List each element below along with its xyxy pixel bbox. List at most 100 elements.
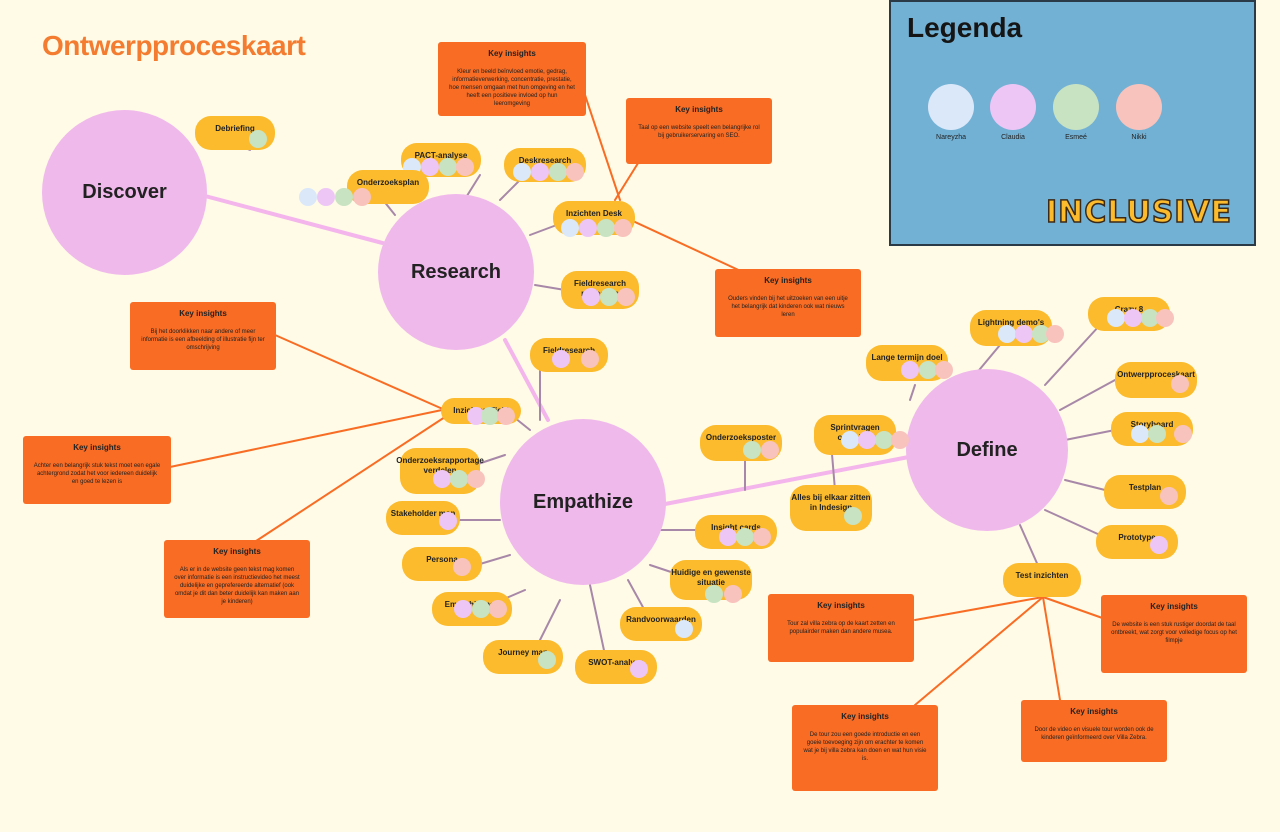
member-dot-esme — [335, 188, 353, 206]
member-dot-nikki — [453, 558, 471, 576]
key-insight-text: Achter een belangrijk stuk tekst moet ee… — [33, 463, 161, 486]
orange-connector-line — [914, 596, 1044, 706]
task-label: Lightning demo's — [977, 318, 1045, 327]
member-dot-nikki — [489, 600, 507, 618]
key-insight-heading: Key insights — [675, 105, 723, 114]
key-insight-heading: Key insights — [488, 49, 536, 58]
key-insight-text: Door de video en visuele tour worden ook… — [1034, 727, 1154, 742]
task-label: Inzichten Desk — [565, 209, 622, 218]
member-dot-nareyzha — [675, 620, 693, 638]
task-test-inzichten[interactable]: Test inzichten — [1003, 563, 1081, 597]
stage-research[interactable]: Research — [378, 194, 534, 350]
member-dot-esme — [597, 219, 615, 237]
task-label: Debriefing — [215, 124, 255, 133]
member-dot-claudia — [579, 219, 597, 237]
task-alles-bij-elkaar-zitten-in-indesign[interactable]: Alles bij elkaar zitten in Indesign — [790, 485, 872, 531]
member-dot-nikki — [467, 470, 485, 488]
legend-name-nareyzha: Nareyzha — [936, 134, 966, 141]
key-insight-heading: Key insights — [1150, 602, 1198, 611]
member-dot-nikki — [617, 288, 635, 306]
member-dot-nareyzha — [299, 188, 317, 206]
member-dot-claudia — [719, 528, 737, 546]
stage-discover[interactable]: Discover — [42, 110, 207, 275]
task-label: Fieldresearch — [542, 346, 596, 355]
purple-connector-line — [1019, 524, 1041, 571]
member-dot-nikki — [456, 158, 474, 176]
legend-name-nikki: Nikki — [1131, 134, 1147, 141]
member-dot-nikki — [1156, 309, 1174, 327]
task-persona[interactable]: Persona — [402, 547, 482, 581]
member-dot-claudia — [1015, 325, 1033, 343]
member-dot-claudia — [433, 470, 451, 488]
member-dot-esme — [875, 431, 893, 449]
purple-connector-line — [1064, 429, 1116, 441]
member-dot-nareyzha — [1107, 309, 1125, 327]
member-dot-esme — [538, 651, 556, 669]
member-dot-claudia — [421, 158, 439, 176]
key-insight-text: De tour zou een goede introductie en een… — [803, 732, 927, 763]
member-dot-esme — [1148, 425, 1166, 443]
task-label: Persona — [426, 555, 458, 564]
member-dot-nareyzha — [998, 325, 1016, 343]
key-insight-heading: Key insights — [817, 601, 865, 610]
stage-empathize[interactable]: Empathize — [500, 419, 666, 585]
member-dot-claudia — [1124, 309, 1142, 327]
member-dot-claudia — [858, 431, 876, 449]
member-dot-esme — [450, 470, 468, 488]
legend-title: Legenda — [907, 12, 1023, 43]
member-dot-esme — [472, 600, 490, 618]
orange-connector-line — [249, 414, 449, 546]
orange-connector-line — [1042, 596, 1109, 621]
member-dot-nikki — [1046, 325, 1064, 343]
key-insight-heading: Key insights — [213, 547, 261, 556]
task-label: Journey map — [498, 648, 548, 657]
member-dot-claudia — [582, 288, 600, 306]
key-insight-heading: Key insights — [1070, 707, 1118, 716]
key-insight-text: Bij het doorklikken naar andere of meer … — [141, 329, 265, 352]
orange-connector-line — [914, 596, 1044, 621]
legend-name-esme: Esmeé — [1065, 134, 1087, 141]
member-dot-esme — [1032, 325, 1050, 343]
member-dot-esme — [743, 441, 761, 459]
orange-connector-line — [614, 159, 641, 201]
purple-connector-line — [1044, 324, 1101, 386]
legend-dot-esme — [1053, 84, 1099, 130]
member-dot-claudia — [467, 407, 485, 425]
purple-connector-line — [1059, 379, 1116, 411]
member-dot-esme — [439, 158, 457, 176]
task-label: PACT-analyse — [414, 151, 468, 160]
pink-connector-line — [188, 190, 392, 247]
pink-connector-line — [658, 448, 947, 507]
member-dot-nareyzha — [513, 163, 531, 181]
member-dot-claudia — [439, 512, 457, 530]
task-label: Onderzoeksplan — [356, 178, 420, 187]
legend-dot-nikki — [1116, 84, 1162, 130]
purple-connector-line — [474, 454, 506, 466]
member-dot-nikki — [935, 361, 953, 379]
member-dot-claudia — [531, 163, 549, 181]
task-label: Ontwerpproceskaart — [1117, 370, 1195, 379]
member-dot-nikki — [353, 188, 371, 206]
key-insight-heading: Key insights — [764, 276, 812, 285]
task-label: Onderzoeksposter — [705, 433, 777, 442]
legend-name-claudia: Claudia — [1001, 134, 1025, 141]
member-dot-esme — [481, 407, 499, 425]
task-label: Alles bij elkaar zitten in Indesign — [791, 493, 871, 512]
member-dot-esme — [249, 130, 267, 148]
member-dot-nikki — [1171, 375, 1189, 393]
legend-dot-claudia — [990, 84, 1036, 130]
stage-define[interactable]: Define — [906, 369, 1068, 531]
